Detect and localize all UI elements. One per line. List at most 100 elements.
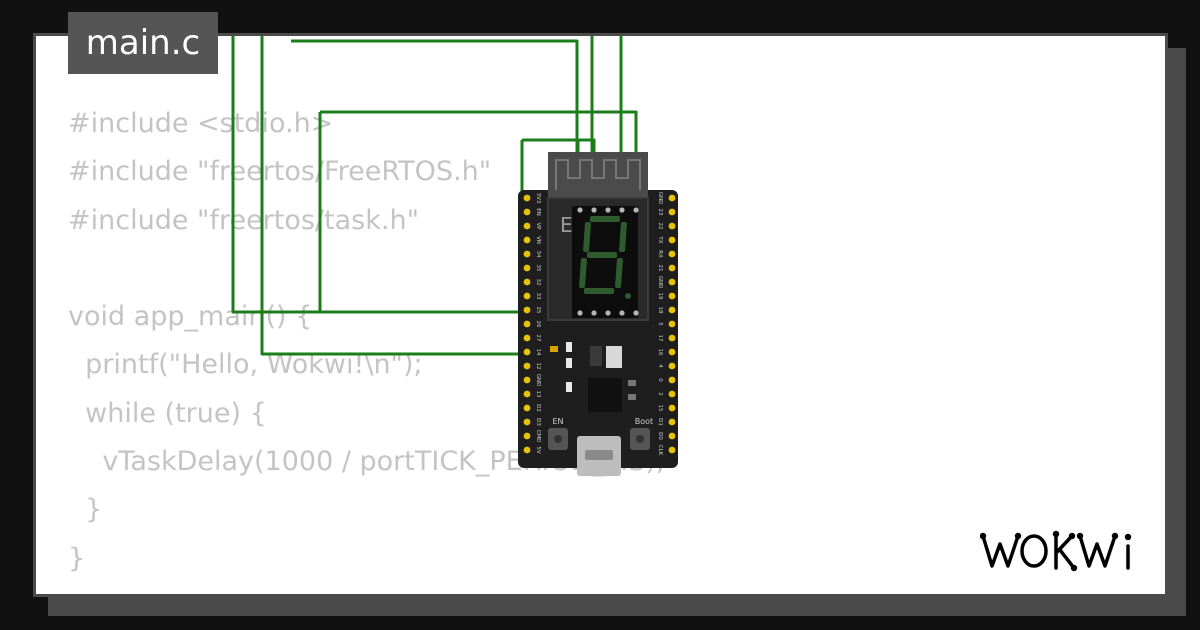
segment	[583, 222, 591, 252]
display-pin[interactable]	[591, 310, 597, 316]
header-pin[interactable]	[523, 208, 531, 216]
header-pin[interactable]	[668, 446, 676, 454]
pin-label: 2	[657, 392, 663, 396]
pin-label: 34	[535, 251, 541, 258]
header-pin[interactable]	[668, 264, 676, 272]
pin-label: VN	[535, 236, 541, 244]
pin-label: D0	[657, 432, 663, 440]
header-pin[interactable]	[668, 418, 676, 426]
pin-label: 26	[535, 321, 541, 328]
header-pin[interactable]	[668, 404, 676, 412]
header-pin[interactable]	[523, 222, 531, 230]
chip	[588, 378, 622, 412]
header-pin[interactable]	[668, 376, 676, 384]
pin-label: 14	[535, 349, 541, 356]
header-pin[interactable]	[523, 194, 531, 202]
pin-label: 22	[657, 223, 663, 230]
header-pin[interactable]	[668, 250, 676, 258]
header-pin[interactable]	[668, 306, 676, 314]
header-pin[interactable]	[668, 334, 676, 342]
pin-label: 13	[535, 391, 541, 398]
led	[566, 358, 572, 368]
pin-label: 16	[657, 349, 663, 356]
wire	[260, 36, 527, 356]
header-pin[interactable]	[523, 292, 531, 300]
decimal-point	[625, 293, 631, 299]
pin-label: GND	[657, 192, 663, 205]
header-pin[interactable]	[523, 362, 531, 370]
code-line: }	[68, 542, 86, 574]
header-pin[interactable]	[668, 390, 676, 398]
header-pin[interactable]	[523, 404, 531, 412]
pin-label: 17	[657, 335, 663, 342]
header-pin[interactable]	[523, 320, 531, 328]
header-pin[interactable]	[668, 292, 676, 300]
header-pin[interactable]	[523, 334, 531, 342]
header-pin[interactable]	[668, 320, 676, 328]
pin-label: 5	[657, 322, 663, 326]
wokwi-logo[interactable]	[980, 526, 1152, 576]
display-pin[interactable]	[619, 207, 625, 213]
pin-label: 21	[657, 265, 663, 272]
header-pin[interactable]	[668, 348, 676, 356]
header-pin[interactable]	[668, 222, 676, 230]
pin-label: D3	[535, 418, 541, 426]
code-line: }	[68, 494, 103, 526]
file-tab[interactable]: main.c	[68, 12, 218, 74]
pin-label: 25	[535, 307, 541, 314]
pin-label: VP	[535, 222, 541, 230]
display-pin[interactable]	[633, 310, 639, 316]
display-pin[interactable]	[591, 207, 597, 213]
pin-label: 32	[535, 279, 541, 286]
header-pin[interactable]	[523, 306, 531, 314]
header-pin[interactable]	[668, 208, 676, 216]
header-pin[interactable]	[523, 236, 531, 244]
regulator	[606, 346, 622, 368]
header-pin[interactable]	[523, 348, 531, 356]
header-pin[interactable]	[523, 250, 531, 258]
pin-label: 19	[657, 293, 663, 300]
boot-button-label: Boot	[635, 417, 653, 426]
pin-label: 0	[657, 378, 663, 382]
segment	[615, 258, 623, 288]
pin-label: CMD	[535, 430, 541, 443]
usb-opening	[585, 450, 613, 460]
smd	[628, 394, 636, 400]
pin-label: 33	[535, 293, 541, 300]
header-pin[interactable]	[523, 390, 531, 398]
header-pin[interactable]	[523, 264, 531, 272]
display-pin[interactable]	[619, 310, 625, 316]
display-pin[interactable]	[577, 207, 583, 213]
pin-label: GND	[657, 276, 663, 289]
pin-label: 23	[657, 209, 663, 216]
seven-segment-display[interactable]	[572, 206, 639, 318]
segment	[587, 252, 617, 258]
header-pin[interactable]	[523, 432, 531, 440]
header-pin[interactable]	[523, 446, 531, 454]
display-pin[interactable]	[633, 207, 639, 213]
display-pin[interactable]	[605, 310, 611, 316]
pin-label: D2	[535, 404, 541, 412]
code-line: while (true) {	[68, 397, 267, 429]
display-pin[interactable]	[605, 207, 611, 213]
pin-label: 18	[657, 307, 663, 314]
header-pin[interactable]	[668, 362, 676, 370]
header-pin[interactable]	[523, 376, 531, 384]
header-pin[interactable]	[523, 418, 531, 426]
pin-label: RX	[657, 250, 663, 258]
header-pin[interactable]	[668, 432, 676, 440]
boot-button-cap	[636, 435, 644, 443]
antenna-trace	[555, 159, 641, 190]
en-button-cap	[554, 435, 562, 443]
header-pin[interactable]	[523, 278, 531, 286]
pin-label: D1	[657, 418, 663, 426]
smd	[550, 346, 558, 352]
header-pin[interactable]	[668, 236, 676, 244]
segment	[584, 288, 614, 294]
pin-label: TX	[657, 235, 663, 243]
display-pin[interactable]	[577, 310, 583, 316]
header-pin[interactable]	[668, 278, 676, 286]
header-pin[interactable]	[668, 194, 676, 202]
